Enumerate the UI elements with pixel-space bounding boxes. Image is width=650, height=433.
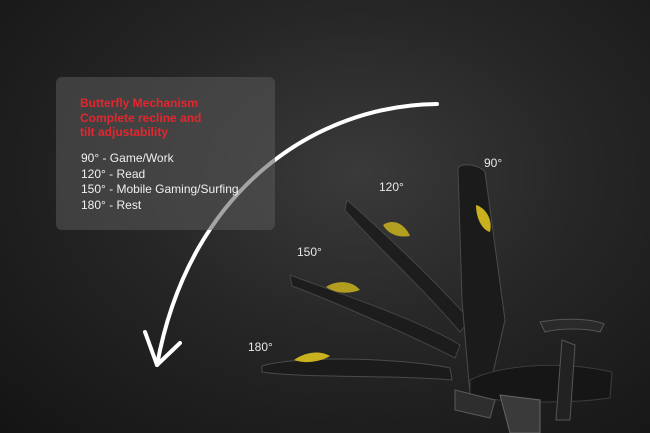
chair-seat <box>454 318 613 433</box>
recline-modes-list: 90° - Game/Work 120° - Read 150° - Mobil… <box>81 151 239 213</box>
feature-title-line-3: tilt adjustability <box>80 125 169 139</box>
angle-label-90: 90° <box>484 156 503 170</box>
backrest-150 <box>289 274 461 359</box>
feature-title: Butterfly Mechanism Complete recline and… <box>80 96 201 140</box>
backrest-180 <box>261 352 453 381</box>
mode-item-150: 150° - Mobile Gaming/Surfing <box>81 182 239 196</box>
mode-item-90: 90° - Game/Work <box>81 151 174 165</box>
mode-item-180: 180° - Rest <box>81 197 142 212</box>
info-card: Butterfly Mechanism Complete recline and… <box>56 77 275 230</box>
mode-item-120: 120° - Read <box>81 166 146 181</box>
backrest-90 <box>457 164 506 396</box>
angle-label-180: 180° <box>248 340 273 354</box>
angle-label-150: 150° <box>297 245 322 259</box>
angle-label-120: 120° <box>379 180 404 194</box>
feature-title-line-1: Butterfly Mechanism <box>80 96 199 110</box>
feature-title-line-2: Complete recline and <box>80 110 202 125</box>
